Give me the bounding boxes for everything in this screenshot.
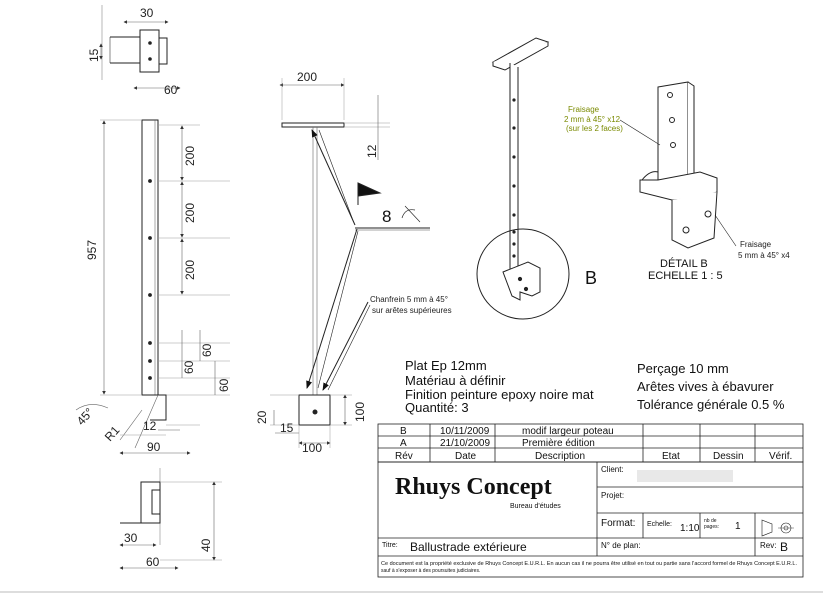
company-logo: Rhuys Concept xyxy=(395,474,552,500)
plan-label: N° de plan: xyxy=(601,541,641,550)
revision-header-dessin: Dessin xyxy=(713,451,744,462)
spec-left-1: Plat Ep 12mm xyxy=(405,358,487,373)
titre-label: Titre: xyxy=(382,542,398,549)
note-fraisage-line1: 2 mm à 45° x12 xyxy=(564,115,621,124)
revision-table xyxy=(377,423,804,463)
side-view xyxy=(270,78,430,448)
revision-header-description: Description xyxy=(535,451,585,462)
dim-radius: R1 xyxy=(102,423,123,444)
dim-bracket-90: 90 xyxy=(147,440,161,454)
post-elevation xyxy=(75,119,230,455)
legal-notice-line2: sauf à s'exposer à des poursuites judici… xyxy=(381,568,480,574)
revision-header-etat: Etat xyxy=(662,451,680,462)
note-fraisage-title: Fraisage xyxy=(568,105,600,114)
bottom-view xyxy=(119,468,222,570)
dim-total-height: 957 xyxy=(85,240,99,260)
pages-label-2: pages: xyxy=(704,524,719,530)
detail-b-scale: ECHELLE 1 : 5 xyxy=(648,270,723,282)
revision-row-1-rev: B xyxy=(400,426,407,437)
dim-spacing-2: 200 xyxy=(183,203,197,223)
top-view xyxy=(99,5,181,90)
echelle-label: Echelle: xyxy=(647,521,672,528)
revision-header-rev: Rév xyxy=(395,451,413,462)
spec-left-4: Quantité: 3 xyxy=(405,400,469,415)
dim-top-height: 15 xyxy=(87,48,101,62)
note-chamfer-line1: Chanfrein 5 mm à 45° xyxy=(370,295,448,304)
spec-right-1: Perçage 10 mm xyxy=(637,361,729,376)
dim-top-base: 60 xyxy=(164,83,178,97)
client-label: Client: xyxy=(601,465,624,474)
title-block xyxy=(377,461,804,578)
detail-b-title: DÉTAIL B xyxy=(660,257,708,270)
company-subtitle: Bureau d'études xyxy=(510,503,561,510)
note-fraisage-line2: (sur les 2 faces) xyxy=(566,124,623,133)
spec-right-2: Arêtes vives à ébavurer xyxy=(637,379,774,394)
spec-notes-right: Perçage 10 mm Arêtes vives à ébavurer To… xyxy=(637,361,785,412)
client-value-redacted xyxy=(637,470,733,482)
weld-symbol-size: 8 xyxy=(382,207,391,226)
dim-plate-thickness: 12 xyxy=(365,144,379,158)
dim-bracket-12: 12 xyxy=(143,419,157,433)
dim-spacing-4: 60 xyxy=(200,343,214,357)
dim-bottom-width: 30 xyxy=(124,531,138,545)
projet-label: Projet: xyxy=(601,491,624,500)
dim-top-width: 30 xyxy=(140,6,154,20)
dim-base-depth: 100 xyxy=(353,402,367,422)
isometric-detail-label: B xyxy=(585,268,597,288)
note-chamfer-line2: sur arêtes supérieures xyxy=(372,306,452,315)
dim-spacing-3: 200 xyxy=(183,260,197,280)
spec-left-3: Finition peinture epoxy noire mat xyxy=(405,387,594,402)
note-fraisage2-title: Fraisage xyxy=(740,240,772,249)
spec-right-3: Tolérance générale 0.5 % xyxy=(637,397,785,412)
rev-label: Rev: xyxy=(760,541,776,550)
revision-row-2-date: 21/10/2009 xyxy=(440,438,490,449)
dim-spacing-5: 60 xyxy=(182,360,196,374)
dim-bottom-height: 40 xyxy=(199,538,213,552)
dim-base-height: 20 xyxy=(255,410,269,424)
isometric-view xyxy=(476,37,570,320)
spec-left-2: Matériau à définir xyxy=(405,373,506,388)
rev-value: B xyxy=(780,540,788,554)
pages-value: 1 xyxy=(735,521,741,532)
dim-base-width: 100 xyxy=(302,441,322,455)
spec-notes-left: Plat Ep 12mm Matériau à définir Finition… xyxy=(405,358,594,415)
format-label: Format: xyxy=(601,518,635,529)
note-fraisage2-line1: 5 mm à 45° x4 xyxy=(738,251,790,260)
revision-row-2-rev: A xyxy=(400,438,407,449)
pages-label-1: nb de xyxy=(704,518,717,524)
dim-angle: 45° xyxy=(74,405,97,428)
revision-header-date: Date xyxy=(455,451,477,462)
revision-header-verif: Vérif. xyxy=(769,451,792,462)
revision-row-1-desc: modif largeur poteau xyxy=(522,426,614,437)
detail-b xyxy=(619,81,737,249)
dim-spacing-6: 60 xyxy=(217,378,231,392)
titre-value: Ballustrade extérieure xyxy=(410,540,527,554)
dim-plate-width: 200 xyxy=(297,70,317,84)
revision-row-2-desc: Première édition xyxy=(522,438,595,449)
echelle-value: 1:10 xyxy=(680,523,700,534)
dim-base-offset: 15 xyxy=(280,421,294,435)
dim-bottom-base: 60 xyxy=(146,555,160,569)
dim-spacing-1: 200 xyxy=(183,146,197,166)
legal-notice-line1: Ce document est la propriété exclusive d… xyxy=(381,561,797,567)
revision-row-1-date: 10/11/2009 xyxy=(440,426,490,437)
